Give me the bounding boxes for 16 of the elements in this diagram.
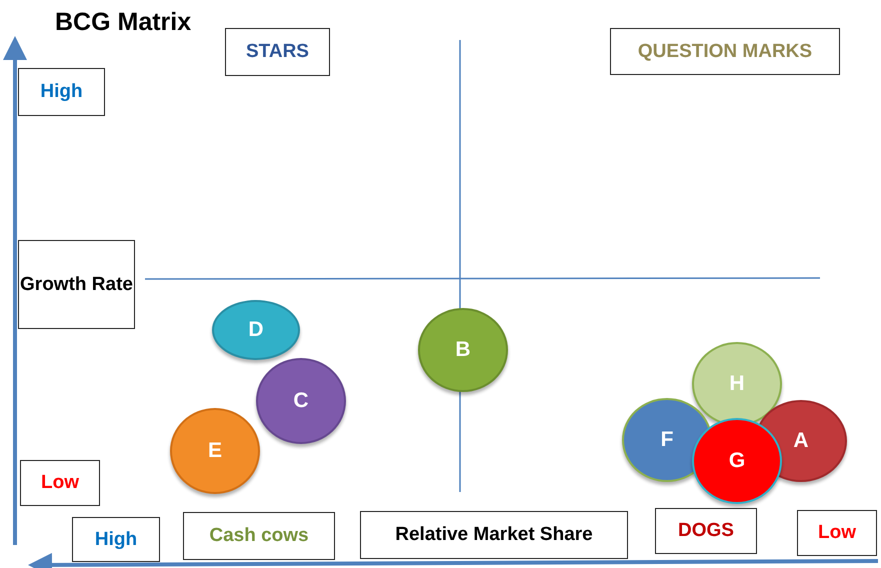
quadrant-label: Cash cows (183, 512, 335, 560)
quadrant-label: DOGS (655, 508, 757, 554)
quadrant-label: QUESTION MARKS (610, 28, 840, 75)
bubble: E (170, 408, 260, 494)
axis-label: High (72, 517, 160, 562)
axis-label: Low (797, 510, 877, 556)
axis-label: High (18, 68, 105, 116)
quadrant-label: STARS (225, 28, 330, 76)
bubble: B (418, 308, 508, 392)
bubble: C (256, 358, 346, 444)
chart-title: BCG Matrix (55, 8, 192, 37)
axis-label: Low (20, 460, 100, 506)
axis-title: Relative Market Share (360, 511, 628, 559)
axis-title: Growth Rate (18, 240, 135, 329)
bubble: D (212, 300, 300, 360)
bubble: G (692, 418, 782, 504)
